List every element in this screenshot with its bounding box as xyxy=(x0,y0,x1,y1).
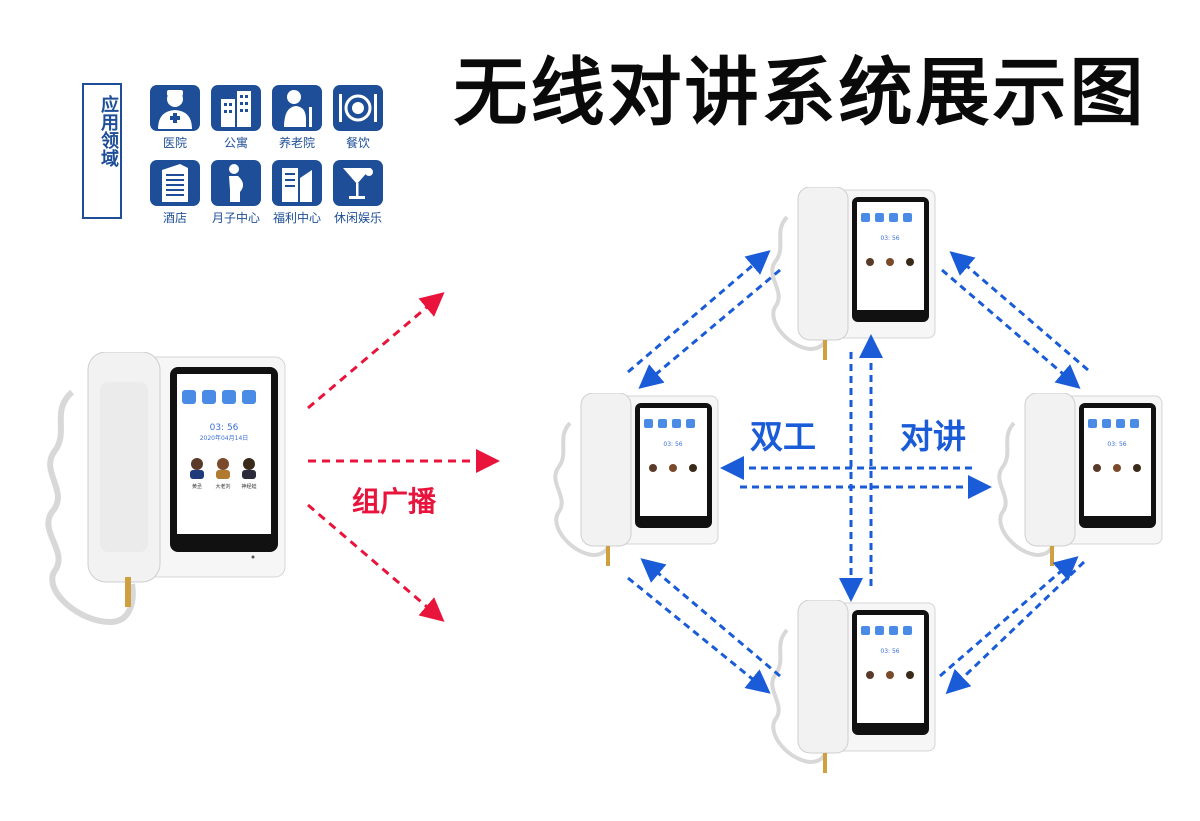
intercom-phone-bottom: 03: 56 xyxy=(770,600,936,773)
broadcast-source-phone: 03: 56 2020年04月14日 黄丞 大老刘 神经蛙 xyxy=(45,352,286,626)
application-area-box: 应用领域 xyxy=(82,83,122,219)
tile-label-catering: 餐饮 xyxy=(345,136,370,150)
tile-label-maternity-center: 月子中心 xyxy=(211,211,260,225)
contact-name-1: 黄丞 xyxy=(192,483,202,490)
intercom-label: 对讲 xyxy=(900,417,966,456)
hotel-tower-icon xyxy=(150,160,200,206)
doctor-icon xyxy=(150,85,200,131)
contact-name-2: 大老刘 xyxy=(215,483,230,490)
contact-name-3: 神经蛙 xyxy=(241,483,256,490)
application-area-heading: 应用领域 xyxy=(98,95,119,167)
elderly-person-icon xyxy=(272,85,322,131)
intercom-phone-right: 03: 56 xyxy=(997,393,1163,566)
phone-top-time: 03: 56 xyxy=(880,235,899,242)
phone-left-time: 03: 56 xyxy=(663,441,682,448)
broadcast-label: 组广播 xyxy=(352,485,437,518)
welfare-building-icon xyxy=(272,160,322,206)
tile-label-hotel: 酒店 xyxy=(162,211,187,225)
tile-label-nursing-home: 养老院 xyxy=(278,136,315,150)
intercom-phone-left: 03: 56 xyxy=(553,393,719,566)
phone-right-time: 03: 56 xyxy=(1107,441,1126,448)
pregnant-woman-icon xyxy=(211,160,261,206)
broadcast-arrow-down xyxy=(307,503,445,622)
broadcast-arrow-up xyxy=(307,292,445,410)
tile-label-hospital: 医院 xyxy=(162,136,187,150)
phone-screen-date: 2020年04月14日 xyxy=(200,434,249,442)
intercom-phone-top: 03: 56 xyxy=(770,187,936,360)
apartment-building-icon xyxy=(211,85,261,131)
phone-bottom-time: 03: 56 xyxy=(880,648,899,655)
cocktail-glass-icon xyxy=(333,160,383,206)
phone-screen-time: 03: 56 xyxy=(210,423,239,433)
tile-label-welfare-center: 福利中心 xyxy=(272,211,321,225)
diagram-title: 无线对讲系统展示图 xyxy=(453,50,1147,136)
tile-label-apartment: 公寓 xyxy=(223,136,248,150)
tile-label-leisure: 休闲娱乐 xyxy=(333,211,382,225)
duplex-label: 双工 xyxy=(750,417,816,456)
plate-cutlery-icon xyxy=(333,85,383,131)
